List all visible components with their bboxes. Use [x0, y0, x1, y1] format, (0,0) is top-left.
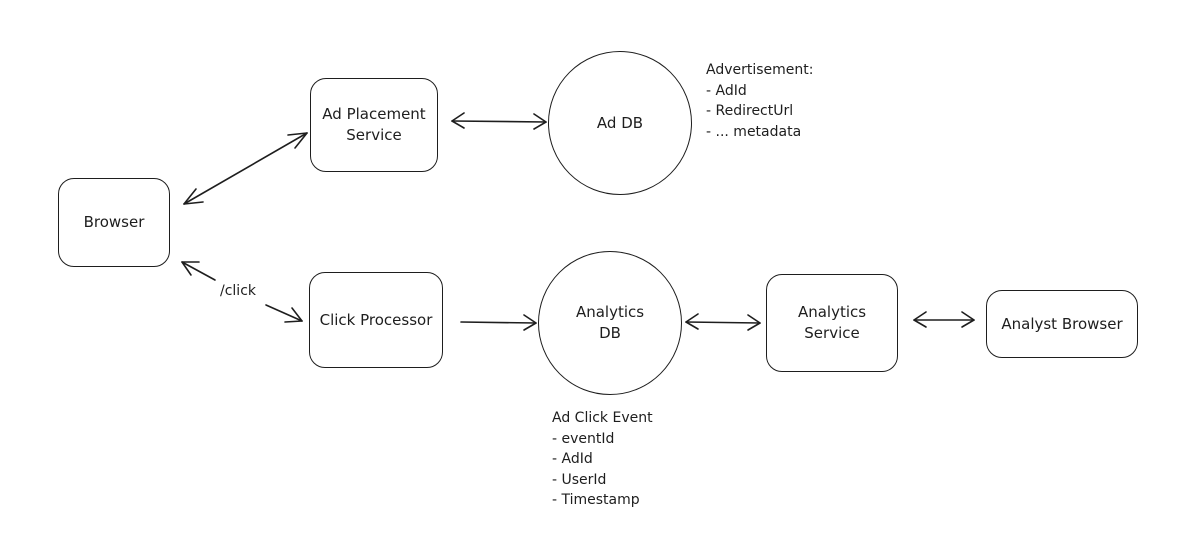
analytics-service-node: Analytics Service [766, 274, 898, 372]
edge-browser-click-processor [181, 261, 303, 323]
analyst-browser-node: Analyst Browser [986, 290, 1138, 358]
browser-label: Browser [83, 213, 145, 231]
ad-click-event-field: - eventId [552, 430, 615, 447]
advertisement-field: - AdId [706, 82, 747, 99]
ad-placement-service-node: Ad Placement Service [310, 78, 438, 172]
click-edge-label: /click [220, 283, 256, 299]
ad-click-event-field: - AdId [552, 451, 593, 467]
ad-placement-service-label: Ad Placement Service [322, 105, 426, 144]
browser-node: Browser [58, 178, 170, 267]
advertisement-field: - ... metadata [706, 123, 802, 140]
ad-db-label: Ad DB [596, 113, 644, 132]
advertisement-field: - RedirectUrl [706, 103, 794, 119]
analytics-db-node: Analytics DB [538, 251, 682, 395]
advertisement-note: Advertisement: - AdId - RedirectUrl - ..… [706, 60, 814, 142]
analyst-browser-label: Analyst Browser [1001, 314, 1123, 333]
ad-click-event-field: - UserId [552, 471, 607, 488]
edge-analytics-db-analytics-service [685, 313, 761, 331]
edge-browser-ad-placement [183, 132, 308, 205]
ad-db-node: Ad DB [548, 51, 692, 195]
edge-analytics-service-analyst-browser [913, 311, 975, 328]
edge-ad-placement-ad-db [451, 112, 547, 130]
click-processor-node: Click Processor [309, 272, 443, 368]
advertisement-note-title: Advertisement: [706, 62, 814, 78]
click-processor-label: Click Processor [319, 310, 433, 329]
analytics-service-label: Analytics Service [797, 303, 867, 342]
ad-click-event-note: Ad Click Event - eventId - AdId - UserId… [552, 408, 653, 511]
edge-click-processor-analytics-db [460, 314, 537, 331]
ad-click-event-note-title: Ad Click Event [552, 410, 653, 426]
ad-click-event-field: - Timestamp [552, 492, 640, 508]
analytics-db-label: Analytics DB [575, 303, 645, 342]
